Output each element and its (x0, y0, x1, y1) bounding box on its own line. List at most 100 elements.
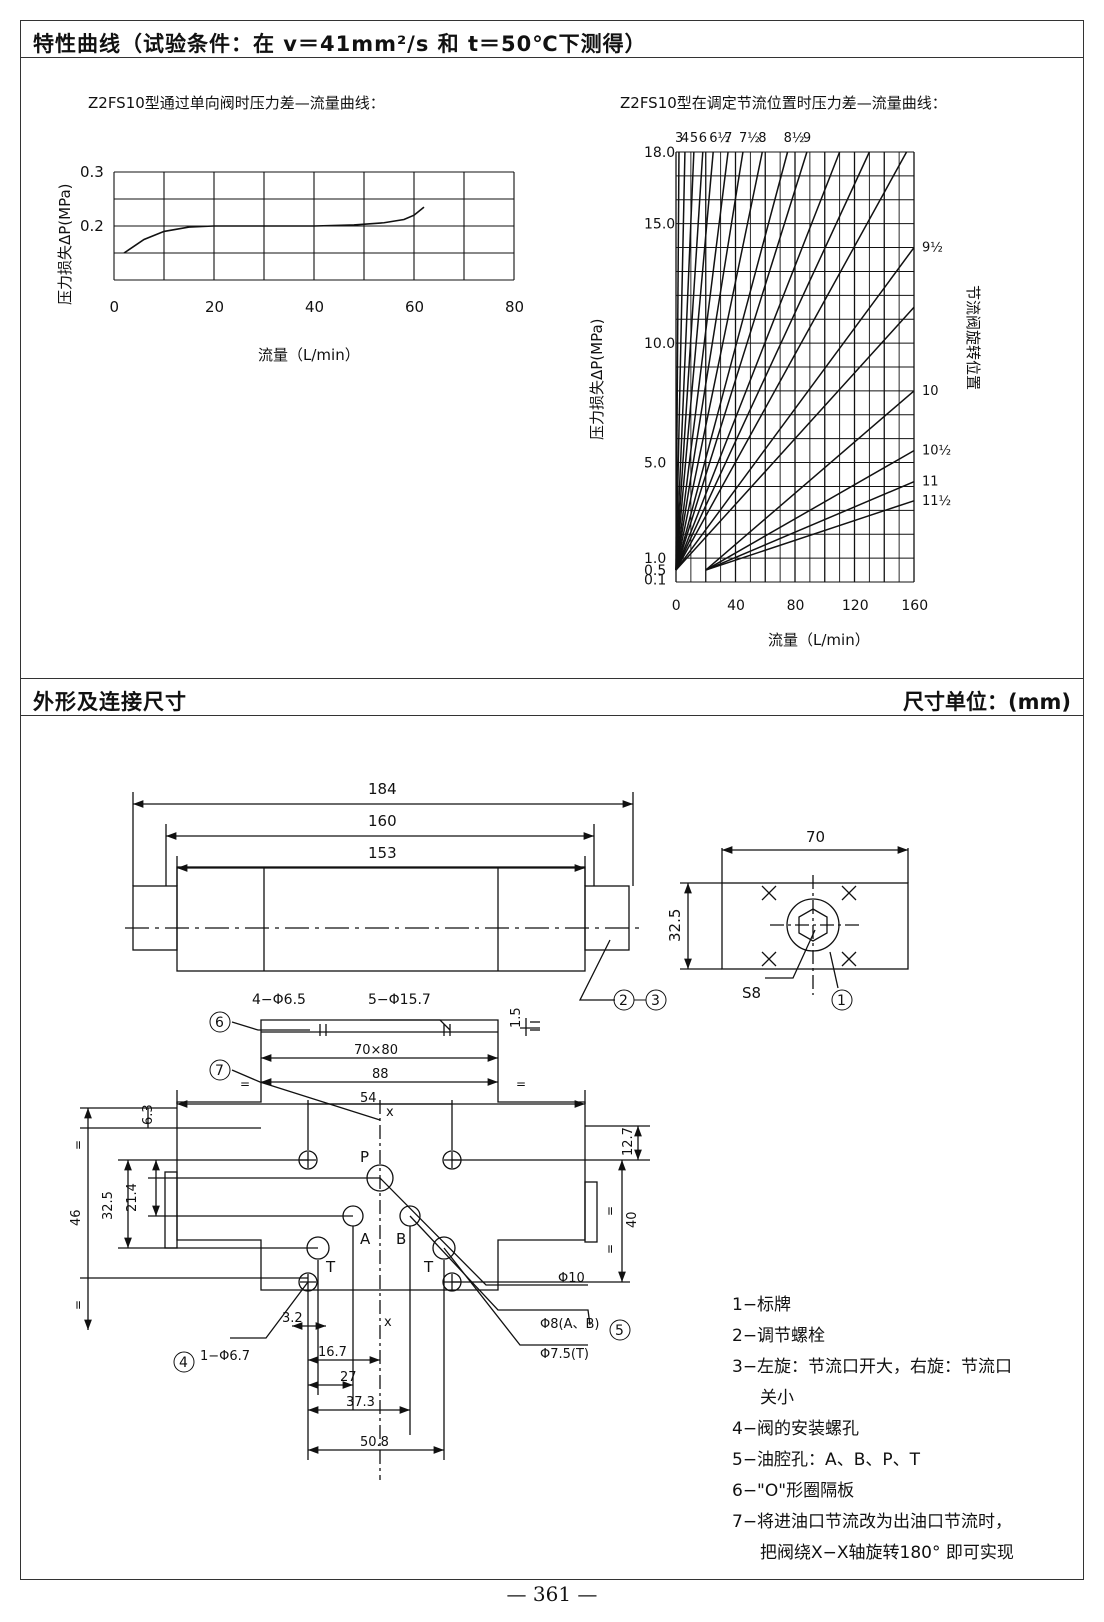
dim-32-5-end: 32.5 (666, 909, 684, 942)
legend-item: 7−将进油口节流改为出油口节流时， (732, 1512, 1013, 1532)
port-label-a: A (360, 1230, 371, 1248)
data-series (123, 206, 425, 254)
valve-base-plan (176, 1019, 586, 1291)
x-tick-label: 20 (205, 298, 224, 316)
dim-s8: S8 (742, 984, 761, 1002)
callout-2: 2 (613, 989, 635, 1011)
x-tick-label: 60 (405, 298, 424, 316)
valve-body-side (176, 866, 586, 972)
series-label: 10 (922, 384, 939, 399)
series-label: 7 (724, 131, 732, 146)
series-line (675, 306, 915, 571)
y-tick-label: 0.1 (644, 573, 666, 589)
series-line (675, 151, 744, 571)
dim-184: 184 (368, 780, 397, 798)
callout-1: 1 (831, 989, 853, 1011)
y-tick-label: 15.0 (644, 217, 675, 233)
axis-x-bottom: x (384, 1315, 392, 1330)
series-label: 6½ (709, 131, 730, 146)
svg-text:3: 3 (651, 993, 660, 1009)
parts-legend: 1−标牌 2−调节螺栓 3−左旋：节流口开大，右旋：节流口 关小 4−阀的安装螺… (732, 1290, 1014, 1569)
series-line (123, 206, 425, 254)
legend-item: 2−调节螺栓 (732, 1326, 826, 1346)
y-axis-label: 压力损失ΔP(MPa) (56, 183, 74, 305)
series-line (675, 151, 729, 571)
legend-item: 5−油腔孔：A、B、P、T (732, 1450, 920, 1470)
series-line (705, 480, 915, 571)
dim-50-8: 50.8 (360, 1435, 389, 1450)
dim-88: 88 (372, 1067, 389, 1082)
x-axis-label: 流量（L/min） (258, 346, 360, 364)
svg-text:6: 6 (215, 1015, 224, 1031)
dimension-drawing: 184 160 153 70 32.5 S8 4−Φ6.5 5−Φ15.7 1.… (69, 780, 909, 1480)
svg-text:5: 5 (615, 1323, 624, 1339)
series-label: 5 (690, 131, 698, 146)
callout-6: 6 (209, 1011, 231, 1033)
dim-12-7: 12.7 (621, 1127, 636, 1156)
port-label-t: T (325, 1258, 336, 1276)
legend-item: 关小 (760, 1388, 794, 1408)
section-title: 外形及连接尺寸 (33, 690, 187, 714)
side-label: 节流阀旋转位置 (964, 285, 982, 390)
dim-1-5: 1.5 (509, 1007, 524, 1028)
dim-mount-holes: 4−Φ6.5 (252, 992, 306, 1008)
dim-70: 70 (806, 828, 825, 846)
series-line (675, 151, 695, 571)
series-line (675, 151, 714, 571)
section-header-characteristics: 特性曲线（试验条件：在 v＝41mm²/s 和 t＝50℃下测得） (20, 20, 1084, 58)
svg-text:7: 7 (215, 1063, 224, 1079)
check-valve-chart: Z2FS10型通过单向阀时压力差—流量曲线： 压力损失ΔP(MPa) 流量（L/… (56, 94, 524, 364)
dimension-labels: 184 160 153 70 32.5 S8 4−Φ6.5 5−Φ15.7 1.… (69, 780, 825, 1450)
page-number: — 361 — (506, 1582, 598, 1606)
axis-x-top: x (386, 1105, 394, 1120)
series-label: 8½ (784, 131, 805, 146)
dim-phi7-5: Φ7.5(T) (540, 1347, 589, 1362)
dim-21-4: 21.4 (125, 1183, 140, 1212)
unit-label: 尺寸单位：(mm) (903, 690, 1071, 714)
legend-item: 4−阀的安装螺孔 (732, 1419, 860, 1439)
series-line (675, 151, 841, 571)
series-line (675, 151, 680, 571)
equal-mark: = (516, 1077, 526, 1091)
series-line (675, 151, 908, 571)
x-tick-label: 80 (505, 298, 524, 316)
section-header-dimensions: 外形及连接尺寸 尺寸单位：(mm) (20, 678, 1084, 716)
equal-mark: = (71, 1300, 85, 1310)
data-series (675, 151, 915, 571)
port-label-t: T (423, 1258, 434, 1276)
svg-text:2: 2 (619, 993, 628, 1009)
equal-mark: = (603, 1206, 617, 1216)
series-label: 9 (803, 131, 811, 146)
series-label: 4 (681, 131, 689, 146)
dim-54: 54 (360, 1091, 377, 1106)
x-tick-label: 40 (305, 298, 324, 316)
y-axis-label: 压力损失ΔP(MPa) (588, 318, 606, 440)
dim-3-2: 3.2 (282, 1311, 303, 1326)
x-axis-label: 流量（L/min） (768, 631, 870, 649)
x-tick-label: 0 (672, 598, 681, 614)
throttle-chart: Z2FS10型在调定节流位置时压力差—流量曲线： 压力损失ΔP(MPa) 流量（… (588, 94, 982, 649)
series-line (675, 151, 686, 571)
port-label-p: P (360, 1148, 369, 1166)
series-line (705, 449, 915, 571)
dim-153: 153 (368, 844, 397, 862)
dim-70x80: 70×80 (354, 1043, 398, 1058)
dim-46: 46 (69, 1209, 84, 1226)
y-tick-label: 10.0 (644, 336, 675, 352)
callouts: 1 2 3 4 5 6 7 (173, 989, 853, 1373)
series-label: 11 (922, 475, 939, 490)
chart-grid (675, 151, 915, 583)
equal-mark: = (603, 1244, 617, 1254)
series-line (675, 151, 808, 571)
series-line (675, 151, 764, 571)
series-label: 8 (758, 131, 766, 146)
series-line (675, 151, 789, 571)
series-label: 11½ (922, 494, 951, 509)
callout-5: 5 (609, 1319, 631, 1341)
series-line (675, 151, 704, 571)
dim-6-3: 6.3 (141, 1104, 156, 1125)
callout-3: 3 (634, 989, 667, 1011)
